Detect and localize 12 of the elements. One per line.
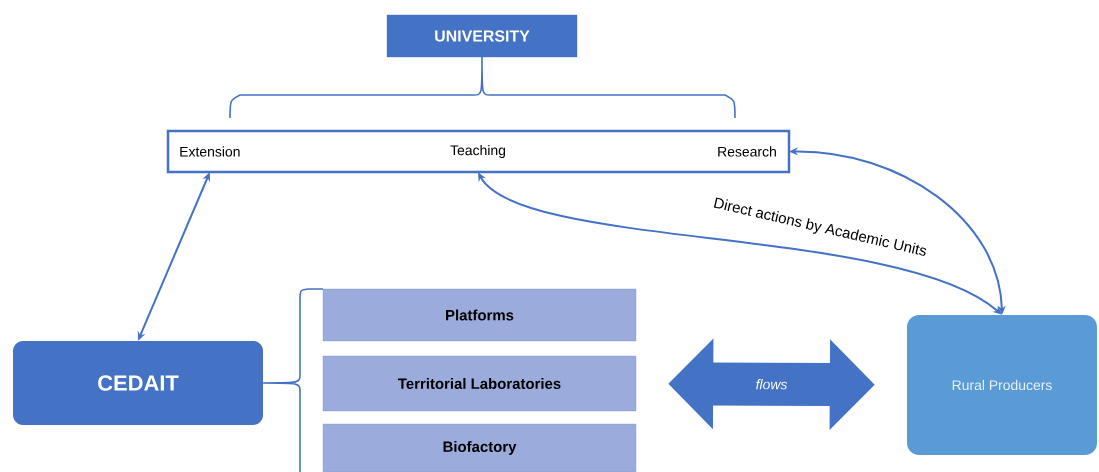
edge-label: Direct actions by Academic Units	[713, 197, 927, 256]
bar-box: Territorial Laboratories	[322, 355, 637, 412]
text-label: Research	[718, 146, 776, 157]
rounded-box: Rural Producers	[907, 315, 1097, 455]
rounded-box: CEDAIT	[13, 341, 263, 425]
functions-box	[166, 129, 791, 174]
text-label: Teaching	[450, 145, 506, 158]
bar-box: Platforms	[322, 288, 637, 342]
title-box: UNIVERSITY	[386, 14, 578, 58]
bar-box: Biofactory	[322, 423, 637, 472]
edge-label: flows	[753, 377, 790, 392]
text-label: Extension	[180, 146, 240, 157]
